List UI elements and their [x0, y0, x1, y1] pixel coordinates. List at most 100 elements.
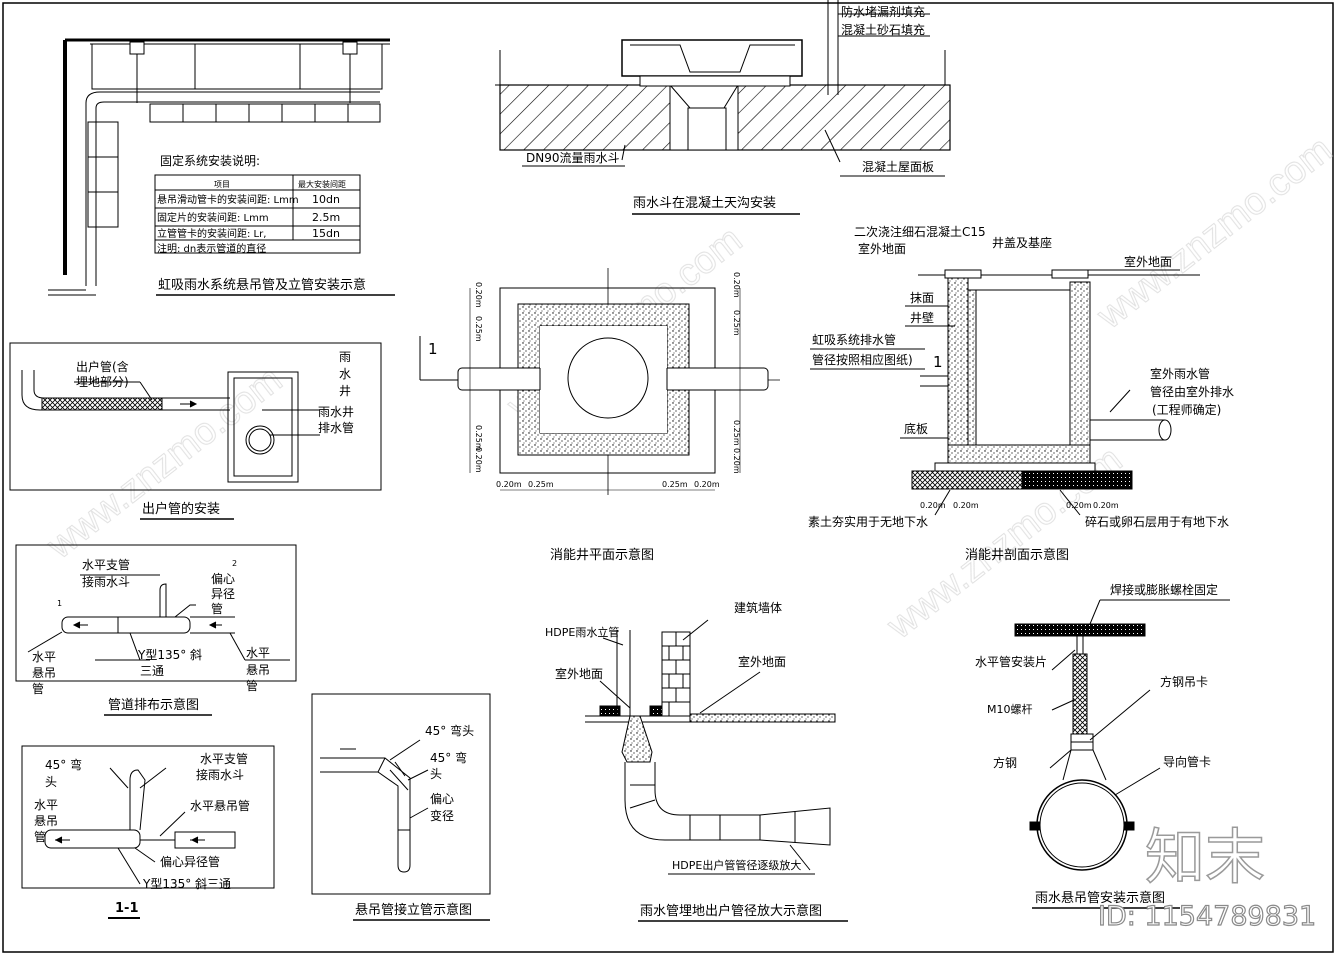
section-label-out-1: 室外雨水管 [1150, 366, 1210, 381]
layout-hang-left-2: 悬吊 [32, 666, 56, 680]
layout-hang-right-2: 悬吊 [246, 663, 270, 677]
hangvert-diagram [311, 693, 491, 895]
hangvert-ecc-2: 变径 [430, 808, 454, 823]
section-caption: 消能井剖面示意图 [965, 547, 1069, 563]
buried-label-ground-left: 室外地面 [555, 666, 603, 681]
section11-left-1: 水平 [34, 798, 58, 812]
gutter-label-slab: 混凝土屋面板 [862, 159, 934, 174]
section-mark: 1 [933, 353, 943, 371]
layout-label-branch-2: 接雨水斗 [82, 574, 130, 589]
section-label-gravel: 碎石或卵石层用于有地下水 [1085, 514, 1229, 529]
table-header-item: 项目 [214, 180, 230, 189]
gutter-label-concrete-fill: 混凝土砂石填充 [841, 22, 925, 37]
plan-dim-bottom-2: 0.25m [528, 480, 554, 489]
plan-dim-right-1: 0.20m [732, 272, 741, 298]
outlet-diagram [9, 342, 382, 491]
brand-logo: 知末 [1145, 823, 1265, 893]
plan-dim-left-1: 0.20m [474, 282, 483, 308]
buried-diagram [585, 619, 836, 871]
layout-label-ecc-2: 异径 [211, 587, 235, 601]
section-dim-1: 0.20m [920, 501, 946, 510]
section-dim-3: 0.20m [1066, 501, 1092, 510]
outlet-label-well-3: 井 [339, 384, 351, 398]
siphonic-caption: 虹吸雨水系统悬吊管及立管安装示意 [158, 277, 366, 293]
hangvert-elbow-2a: 45° 弯 [430, 750, 467, 765]
table-row-1-value: 10dn [312, 193, 340, 206]
section-label-ground-right: 室外地面 [1124, 254, 1172, 269]
buried-label-ground-right: 室外地面 [738, 654, 786, 669]
hangvert-caption: 悬吊管接立管示意图 [355, 902, 472, 918]
hanger-label-rod: M10螺杆 [987, 702, 1033, 716]
section11-elbow-2: 头 [45, 775, 57, 789]
table-row-2-label: 固定片的安装间距: Lmm [157, 211, 269, 224]
outlet-label-pipe2: 埋地部分) [76, 374, 129, 389]
outlet-label-drain-2: 排水管 [318, 420, 354, 435]
hanger-label-plate: 水平管安装片 [975, 654, 1047, 669]
table-row-3-value: 15dn [312, 227, 340, 240]
section-label-soil: 素土夯实用于无地下水 [808, 514, 928, 529]
gutter-label-sealant: 防水堵漏剂填充 [841, 4, 925, 19]
brand-id: ID: 1154789831 [1098, 901, 1316, 932]
plan-dim-left-4: 0.20m [474, 447, 483, 473]
section-diagram [911, 269, 1200, 490]
buried-label-enlarge: HDPE出户管管径逐级放大 [672, 858, 801, 872]
section-dim-4: 0.20m [1093, 501, 1119, 510]
section11-hang: 水平悬吊管 [190, 798, 250, 813]
plan-diagram [419, 268, 780, 495]
layout-diagram [15, 544, 297, 682]
section-label-ground-left: 室外地面 [858, 241, 906, 256]
outlet-label-drain-1: 雨水井 [318, 405, 354, 419]
table-row-3-label: 立管管卡的安装间距: Lr, [157, 227, 266, 240]
plan-section-mark: 1 [428, 340, 438, 358]
plan-dim-left-2: 0.25m [474, 316, 483, 342]
layout-hang-right-1: 水平 [246, 646, 270, 660]
section11-branch-1: 水平支管 [200, 751, 248, 766]
siphonic-notes-title: 固定系统安装说明: [160, 153, 260, 168]
section11-left-2: 悬吊 [34, 814, 58, 828]
plan-dim-bottom-3: 0.25m [662, 480, 688, 489]
gutter-diagram [495, 0, 951, 163]
layout-label-ecc-1: 偏心 [211, 571, 235, 586]
section-label-siphon-2: 管径按照相应图纸) [812, 352, 913, 367]
hanger-diagram [1014, 599, 1161, 871]
gutter-label-dn90: DN90流量雨水斗 [526, 151, 620, 165]
svg-text:www.znzmo.com: www.znzmo.com [1089, 128, 1338, 337]
section11-left-3: 管 [34, 829, 46, 844]
gutter-caption: 雨水斗在混凝土天沟安装 [633, 195, 776, 211]
layout-mark-1: 1 [57, 599, 62, 608]
section-label-plaster: 抹面 [910, 291, 934, 305]
section-dim-2: 0.20m [953, 501, 979, 510]
layout-hang-left-3: 管 [32, 681, 44, 696]
svg-text:www.znzmo.com: www.znzmo.com [39, 358, 290, 567]
outlet-caption: 出户管的安装 [142, 501, 220, 517]
hangvert-elbow-2b: 头 [430, 767, 442, 781]
hanger-label-steel: 方钢 [993, 755, 1017, 770]
outlet-label-pipe: 出户管(含 [76, 359, 129, 374]
buried-label-hdpe: HDPE雨水立管 [545, 625, 619, 639]
section-label-out-3: (工程师确定) [1152, 402, 1221, 417]
section11-branch-2: 接雨水斗 [196, 767, 244, 782]
plan-dim-bottom-1: 0.20m [496, 480, 522, 489]
section11-ecc: 偏心异径管 [160, 854, 220, 869]
layout-label-tee-2: 三通 [140, 664, 164, 678]
table-row-1-label: 悬吊滑动管卡的安装间距: Lmm [157, 193, 299, 206]
section11-elbow-1: 45° 弯 [45, 757, 82, 772]
section-label-siphon-1: 虹吸系统排水管 [812, 332, 896, 347]
section11-tee: Y型135° 斜三通 [142, 877, 231, 891]
table-row-2-value: 2.5m [312, 211, 340, 224]
siphonic-diagram [48, 38, 390, 296]
section11-diagram [21, 745, 275, 889]
buried-label-wall: 建筑墙体 [734, 600, 782, 615]
section11-caption: 1-1 [115, 901, 139, 916]
buried-caption: 雨水管埋地出户管径放大示意图 [640, 903, 822, 919]
section-label-c15: 二次浇注细石混凝土C15 [854, 224, 986, 239]
section-label-base: 底板 [904, 421, 928, 436]
layout-caption: 管道排布示意图 [108, 697, 199, 713]
hangvert-elbow-1: 45° 弯头 [425, 723, 474, 738]
section-label-wall: 井壁 [910, 310, 934, 325]
plan-dim-right-4: 0.20m [732, 448, 741, 474]
outlet-label-well-2: 水 [339, 367, 351, 381]
plan-dim-bottom-4: 0.20m [694, 480, 720, 489]
